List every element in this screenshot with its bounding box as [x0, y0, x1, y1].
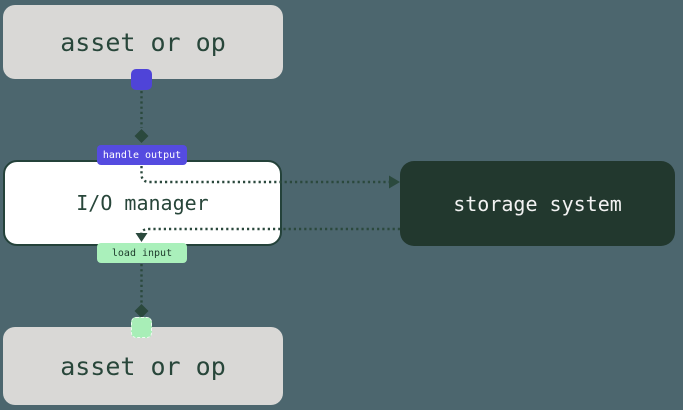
triangle-arrowhead-storage [389, 175, 400, 189]
handle-output-badge-label: handle output [102, 149, 182, 161]
load-input-badge: load input [97, 243, 187, 263]
node-io-manager-label: I/O manager [76, 191, 209, 215]
node-asset-or-op-bottom: asset or op [3, 327, 283, 405]
node-io-manager: I/O manager [3, 160, 282, 246]
handle-output-badge: handle output [97, 145, 187, 165]
output-port-square [131, 69, 152, 90]
node-asset-or-op-bottom-label: asset or op [60, 351, 226, 381]
node-storage-system-label: storage system [453, 191, 622, 216]
node-storage-system: storage system [400, 161, 675, 246]
diamond-arrowhead-bottom [134, 304, 149, 318]
input-port-square [131, 317, 152, 338]
diamond-arrowhead-top [134, 129, 149, 143]
node-asset-or-op-top: asset or op [3, 5, 283, 79]
load-input-badge-label: load input [111, 247, 173, 259]
node-asset-or-op-top-label: asset or op [60, 27, 226, 57]
